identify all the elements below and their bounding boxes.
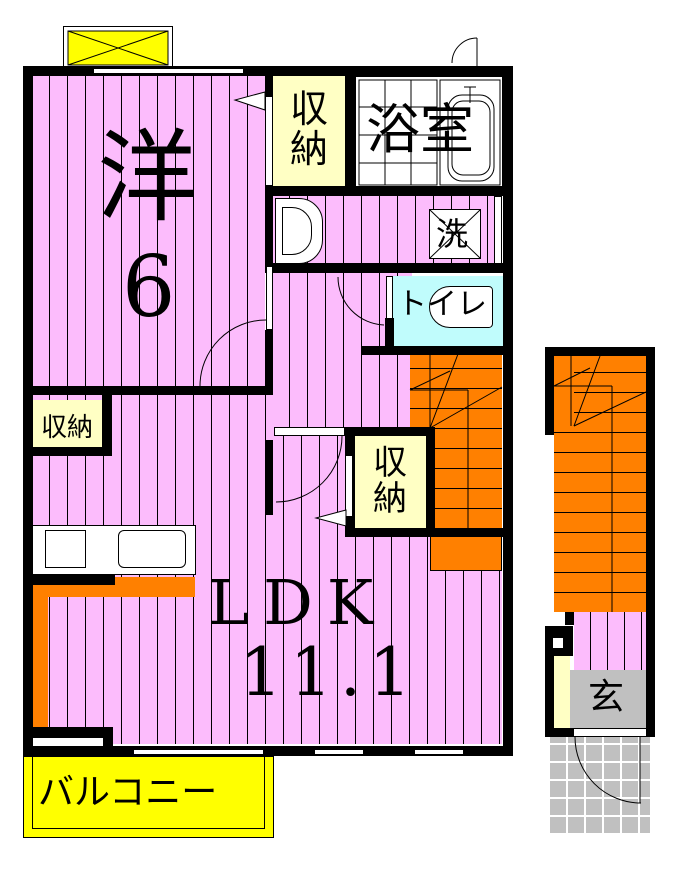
storage-mid-label-2: 納 [373, 479, 407, 519]
window-bottom-1 [133, 749, 264, 755]
storage-top-label-1: 収 [289, 87, 328, 132]
entrance-label: 玄 [588, 677, 625, 718]
toilet-label: トイレ [397, 287, 487, 322]
storage-top-label-2: 納 [289, 127, 328, 171]
storage-mid: 収 納 [354, 436, 426, 528]
western-room-floor [32, 74, 265, 390]
window-bottom-3 [414, 749, 464, 755]
sink [118, 530, 186, 568]
kitchen-orange-strip-side [32, 585, 48, 727]
ldk-label: LDK [208, 566, 388, 639]
window-bottom-2 [314, 749, 364, 755]
toilet-room: トイレ [393, 276, 503, 348]
toilet-door-arc [337, 276, 385, 326]
storage-mid-label-1: 収 [373, 443, 407, 484]
washroom-window [494, 196, 502, 266]
washbasin [275, 198, 323, 264]
stove [45, 530, 86, 568]
stairs-main-lines [409, 353, 503, 528]
western-room-label: 洋 [97, 119, 197, 236]
storage-left: 収納 [32, 400, 102, 450]
stairs-landing [430, 535, 502, 571]
entrance-hall-floor [574, 612, 646, 670]
bathroom-label: 浴室 [366, 98, 474, 161]
stairs-entrance [554, 356, 646, 612]
storage-left-label: 収納 [40, 412, 93, 443]
top-balcony-cross-icon [67, 30, 169, 66]
window-top [93, 68, 244, 74]
washing-machine: 洗 [429, 209, 481, 259]
bathroom: 浴室 [355, 76, 503, 189]
entrance: 玄 [570, 670, 646, 728]
balcony: バルコニー [23, 756, 274, 838]
entrance-door-arc [574, 736, 642, 804]
hall-door-arc [199, 319, 267, 387]
storage-top: 収 納 [273, 74, 345, 186]
ldk-size: 11.1 [240, 634, 419, 711]
bathroom-tiles [358, 79, 501, 186]
entrance-porch [550, 737, 650, 833]
top-balcony-box [63, 26, 173, 68]
washroom-label: 洗 [436, 215, 469, 253]
ldk-door-arc [275, 435, 343, 503]
storage-mid-door-triangle [314, 509, 347, 527]
stairs-entrance-lines [553, 355, 647, 612]
balcony-label: バルコニー [38, 772, 218, 813]
storage-door-triangle [233, 91, 266, 111]
kitchen-counter [31, 525, 196, 575]
toilet-fixture [429, 286, 493, 328]
western-room-size: 6 [122, 238, 176, 336]
